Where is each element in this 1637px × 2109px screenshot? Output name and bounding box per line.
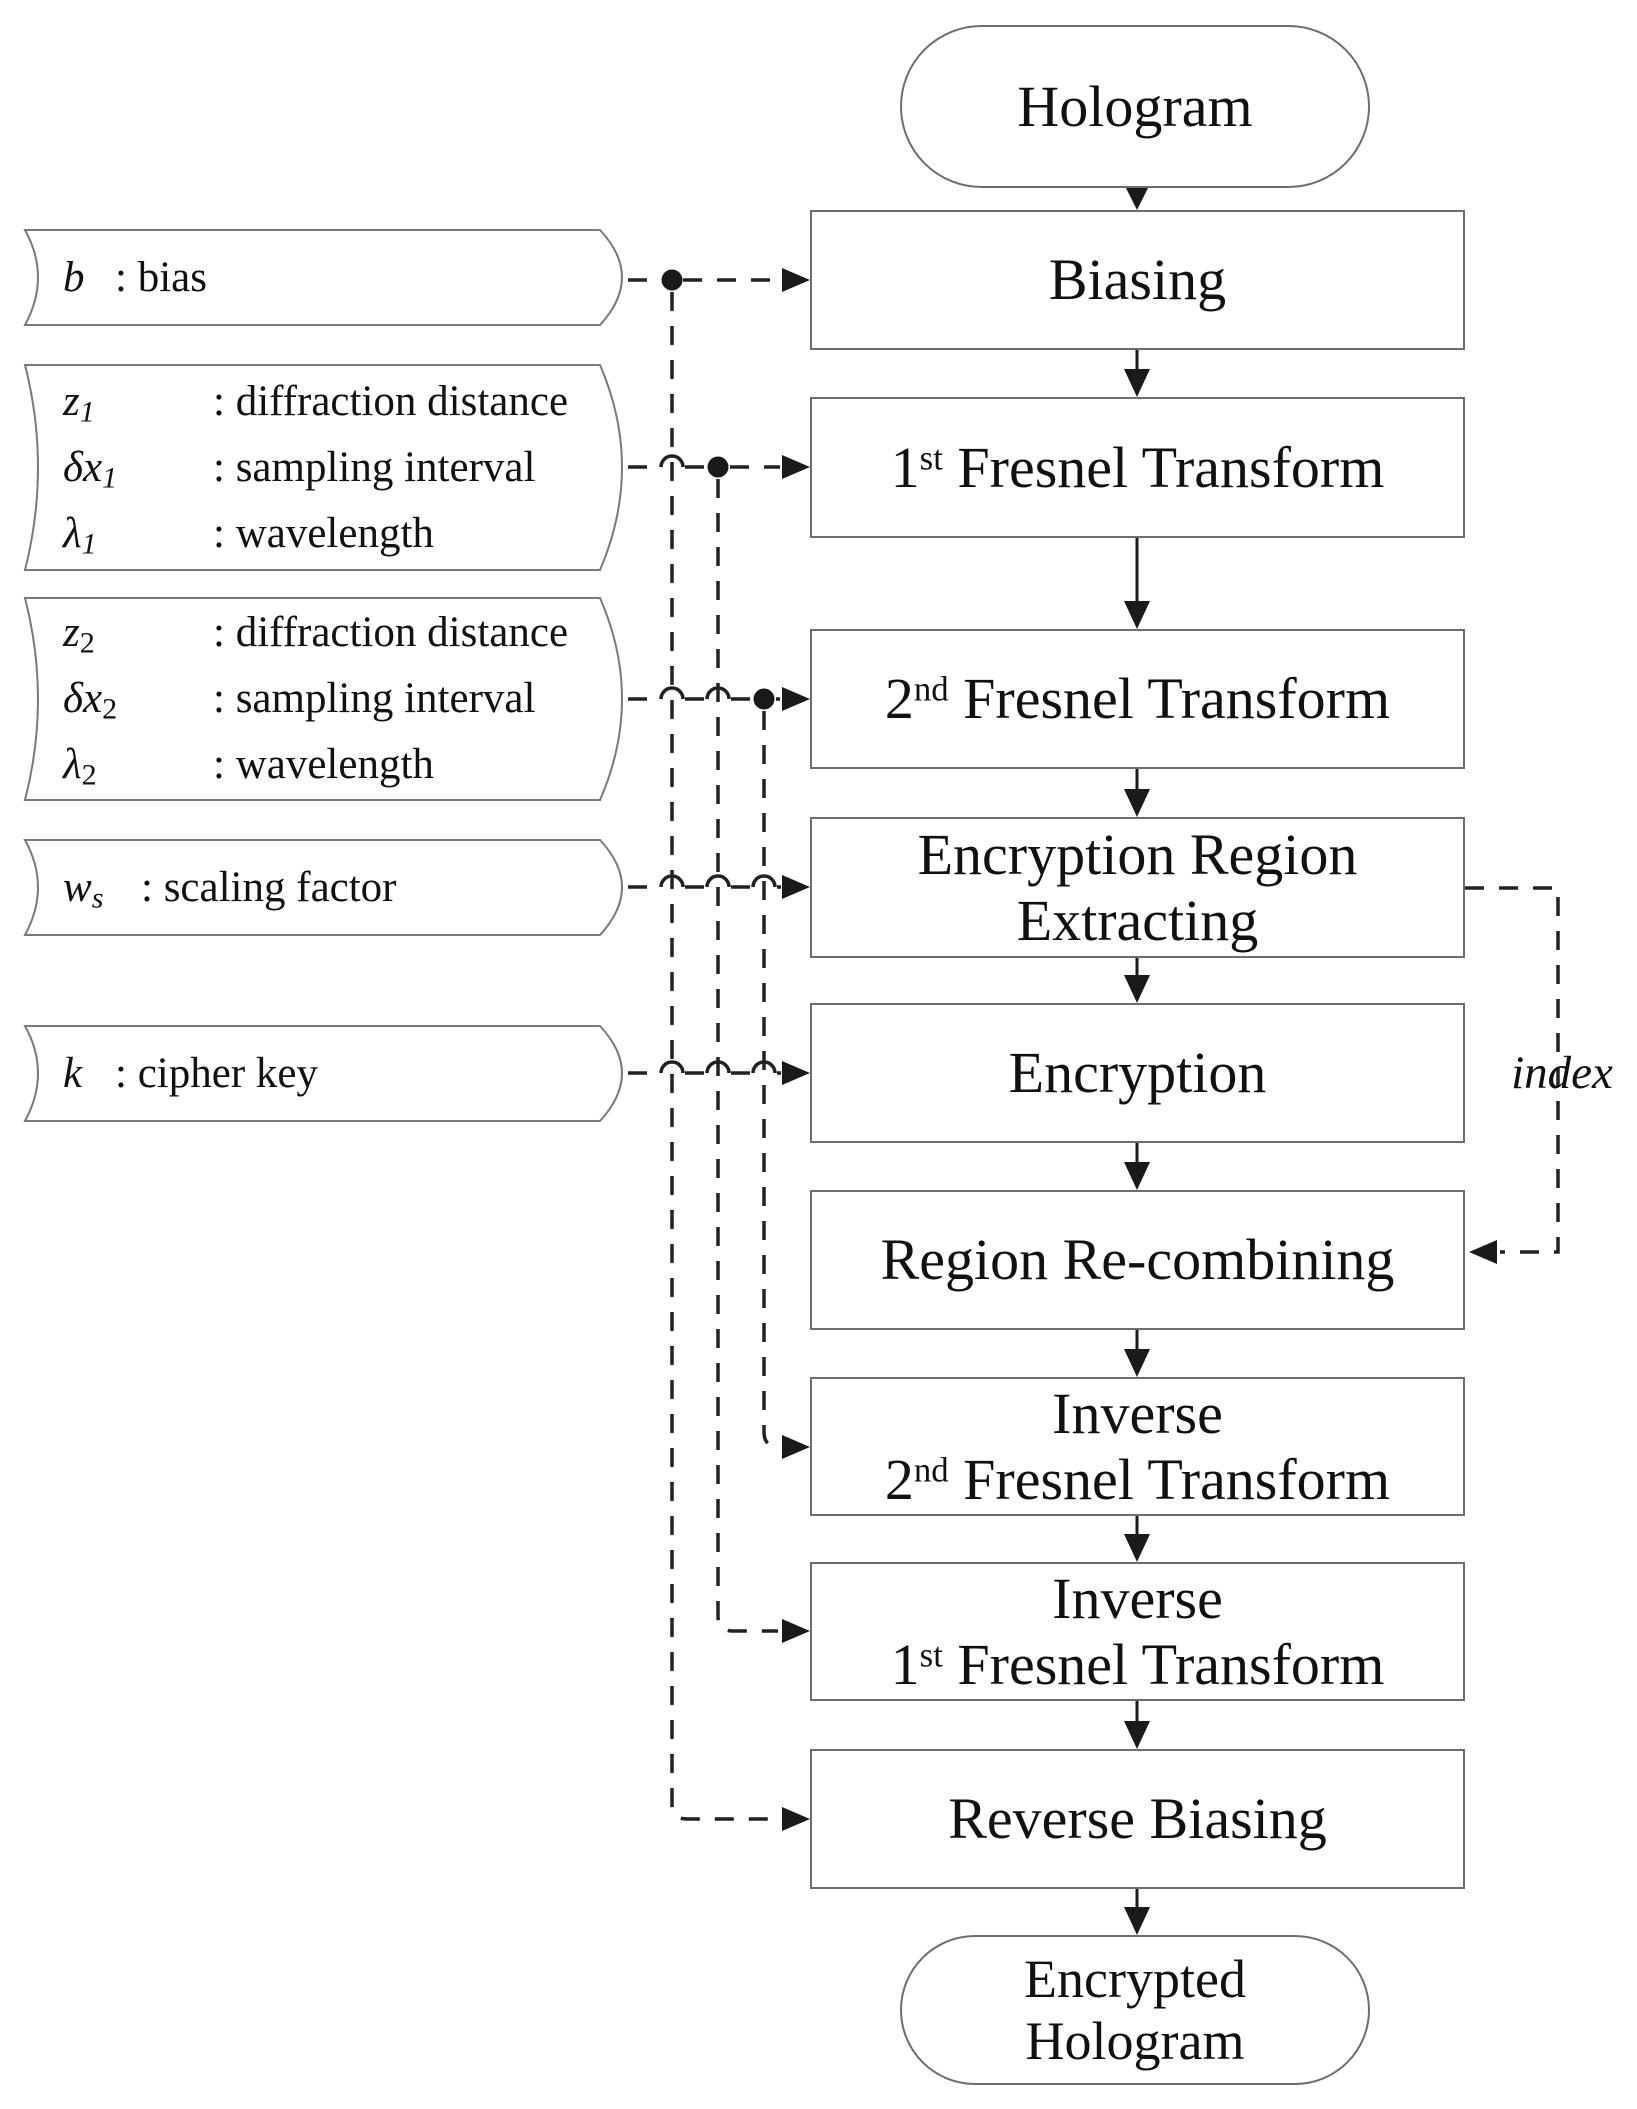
param-variable: λ1 [63, 509, 97, 561]
box-label-line2: Extracting [1016, 887, 1259, 953]
process-box-biasing: Biasing [810, 210, 1465, 350]
param-group-1: z1 : diffraction distance δx1 : sampling… [25, 365, 600, 570]
param-shapes [23, 229, 623, 1122]
param-description: : bias [115, 253, 207, 301]
start-terminal: Hologram [900, 25, 1370, 188]
junction-dot-z2 [753, 688, 775, 710]
param-row: δx1 : sampling interval [63, 435, 600, 501]
param-scaling-factor: ws : scaling factor [25, 840, 600, 935]
param-variable: δx1 [63, 443, 118, 495]
param-variable: z1 [63, 377, 95, 429]
box-label: Region Re-combining [880, 1227, 1395, 1292]
box-label-line1: Encryption Region [917, 821, 1358, 887]
end-terminal-label-line2: Hologram [1025, 2011, 1245, 2071]
param-description: : wavelength [213, 509, 434, 557]
flow-arrows [1124, 184, 1150, 1935]
box-label: Reverse Biasing [948, 1786, 1327, 1851]
junction-dot-z1 [707, 456, 729, 478]
param-row: z1 : diffraction distance [63, 369, 600, 435]
start-terminal-label: Hologram [1017, 73, 1253, 139]
box-label-line1: Inverse [1052, 1565, 1223, 1631]
param-variable: k [63, 1049, 83, 1097]
param-shape-bias [23, 229, 623, 326]
param-description: : sampling interval [213, 443, 536, 491]
feedback-line-index [1465, 886, 1560, 1254]
param-description: : sampling interval [213, 675, 536, 722]
param-variable: b [63, 253, 85, 301]
junction-dots [661, 269, 775, 710]
param-bias: b : bias [25, 230, 600, 325]
param-description: : wavelength [213, 741, 434, 788]
param-row: k : cipher key [63, 1041, 600, 1107]
feedback-label-index: index [1511, 1047, 1613, 1099]
process-box-encryption: Encryption [810, 1003, 1465, 1143]
param-variable: z2 [63, 609, 95, 660]
param-cipher-key: k : cipher key [25, 1026, 600, 1121]
box-label: 2nd Fresnel Transform [884, 666, 1391, 731]
param-variable: δx2 [63, 675, 118, 726]
process-box-encryption-region-extracting: Encryption Region Extracting [810, 817, 1465, 958]
process-box-inverse-1st-fresnel-transform: Inverse 1st Fresnel Transform [810, 1562, 1465, 1701]
param-row: b : bias [63, 245, 600, 311]
param-row: λ2 : wavelength [63, 732, 600, 798]
box-label: 1st Fresnel Transform [890, 434, 1385, 500]
param-row: λ1 : wavelength [63, 501, 600, 567]
junction-dot-b [661, 269, 683, 291]
box-label-line2: 1st Fresnel Transform [890, 1631, 1385, 1697]
ordinal-superscript: nd [913, 669, 949, 709]
box-label-line1: Inverse [1052, 1380, 1223, 1446]
process-box-1st-fresnel-transform: 1st Fresnel Transform [810, 397, 1465, 538]
end-terminal: Encrypted Hologram [900, 1935, 1370, 2085]
process-box-region-recombining: Region Re-combining [810, 1190, 1465, 1330]
box-label: Encryption [1008, 1040, 1267, 1105]
param-variable: ws [63, 863, 104, 915]
box-label-line2: 2nd Fresnel Transform [884, 1446, 1391, 1512]
param-group-2: z2 : diffraction distance δx2 : sampling… [25, 598, 600, 800]
hop-arcs [659, 454, 777, 1074]
param-row: ws : scaling factor [63, 855, 600, 921]
param-description: : scaling factor [141, 863, 397, 911]
param-description: : cipher key [115, 1049, 318, 1097]
param-shape-cipher [23, 1025, 623, 1122]
ordinal-superscript: nd [913, 1450, 949, 1490]
box-label: Biasing [1048, 247, 1227, 312]
param-row: δx2 : sampling interval [63, 666, 600, 732]
param-description: : diffraction distance [213, 377, 569, 425]
param-row: z2 : diffraction distance [63, 600, 600, 666]
ordinal-superscript: st [919, 1635, 943, 1675]
param-description: : diffraction distance [213, 609, 569, 656]
param-shape-group2 [23, 597, 623, 801]
param-shape-group1 [23, 364, 623, 571]
param-variable: λ2 [63, 741, 97, 792]
ordinal-superscript: st [919, 438, 943, 478]
process-box-inverse-2nd-fresnel-transform: Inverse 2nd Fresnel Transform [810, 1377, 1465, 1516]
dashed-connectors [628, 278, 1560, 1821]
dashed-arrowheads [782, 268, 1497, 1831]
param-shape-scaling [23, 839, 623, 936]
end-terminal-label-line1: Encrypted [1024, 1949, 1246, 2009]
process-box-2nd-fresnel-transform: 2nd Fresnel Transform [810, 629, 1465, 769]
process-box-reverse-biasing: Reverse Biasing [810, 1749, 1465, 1889]
